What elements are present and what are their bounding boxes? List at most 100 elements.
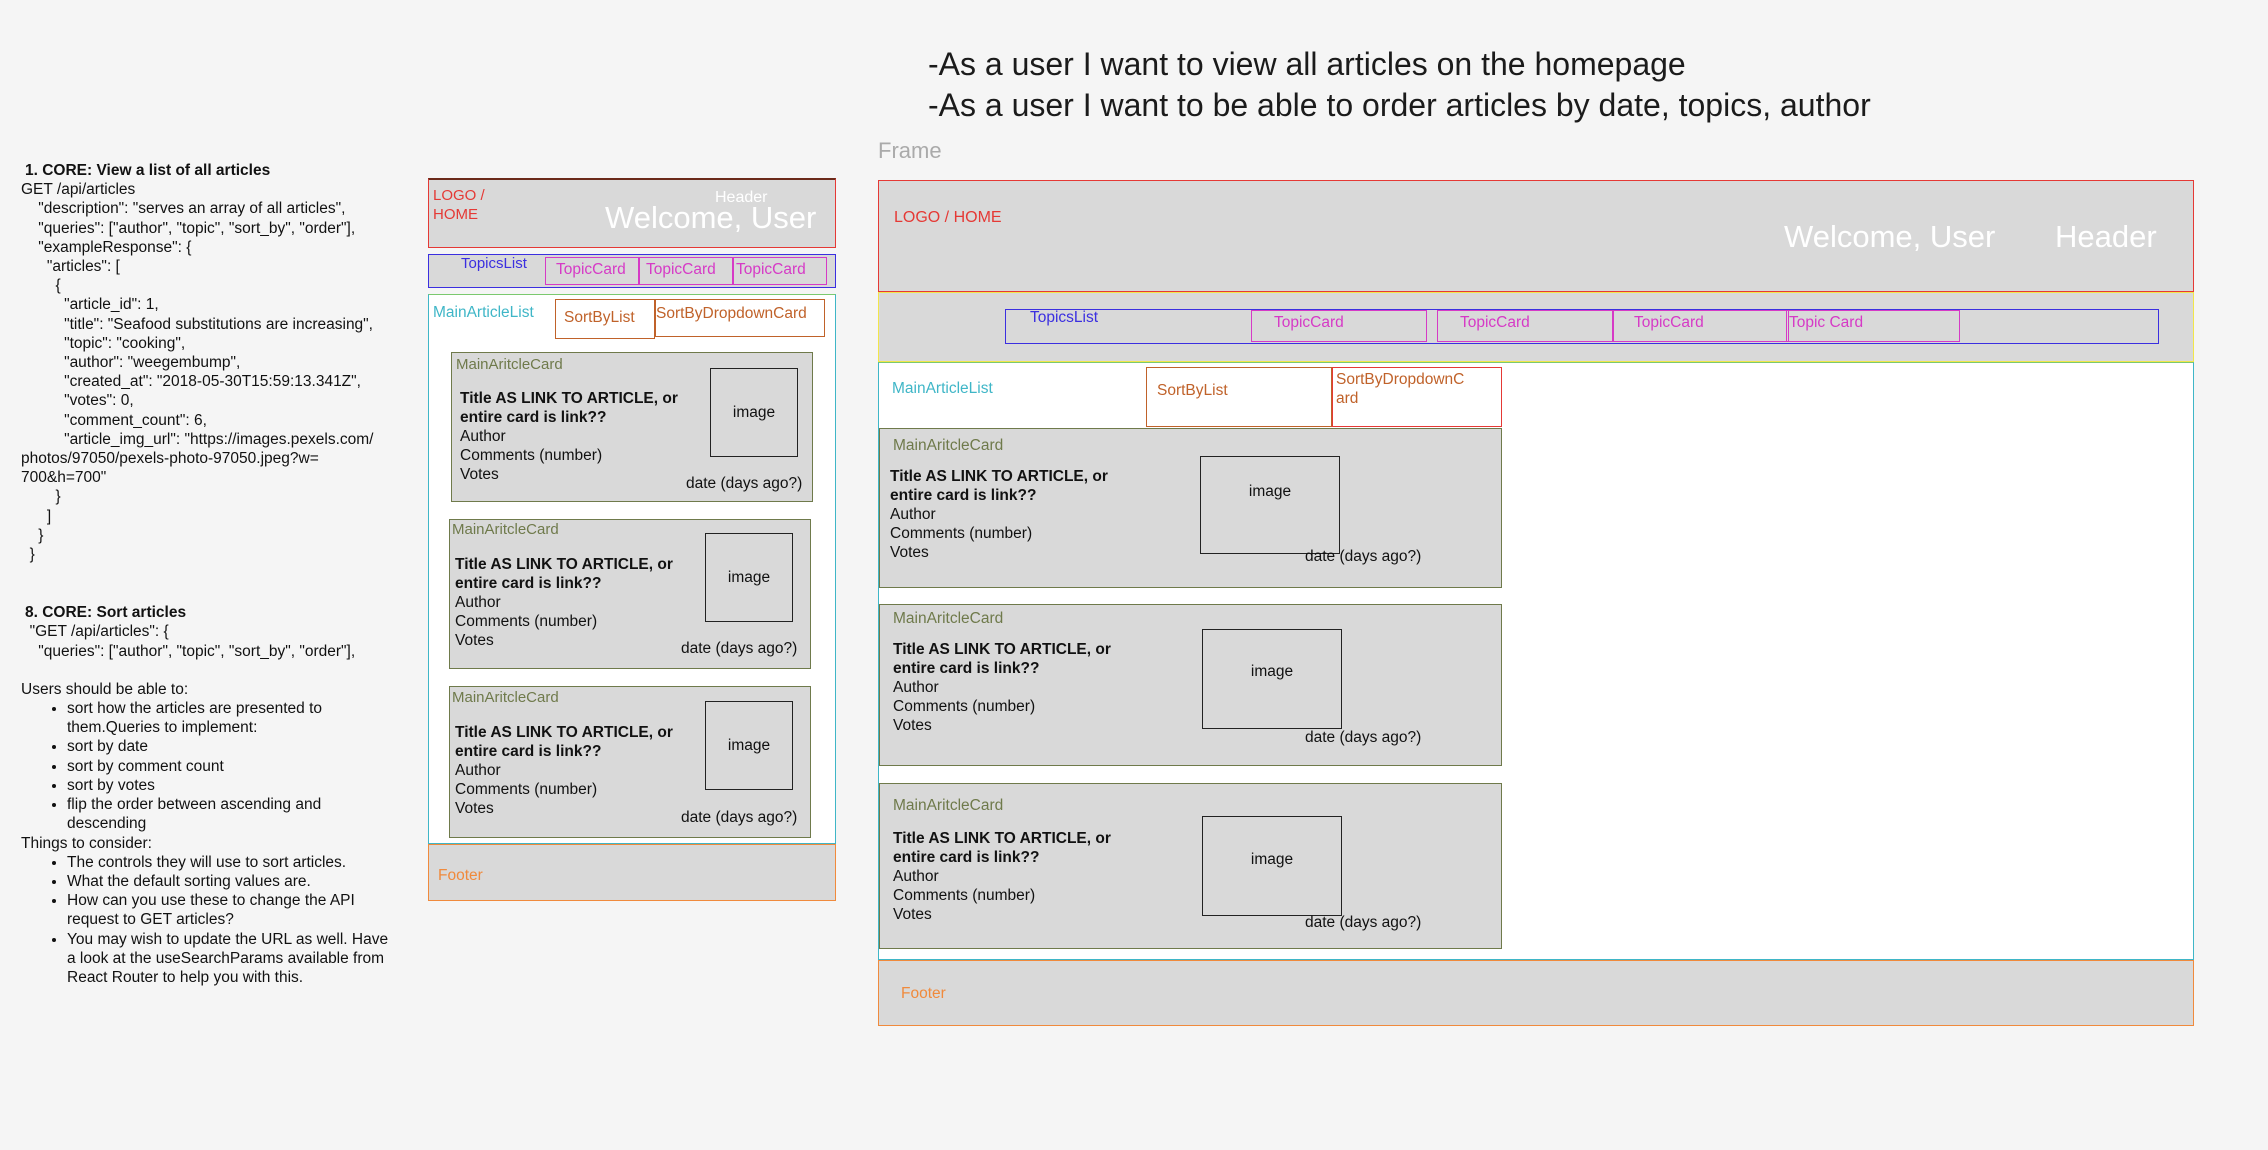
card-date: date (days ago?) bbox=[1305, 914, 1422, 931]
large-header: LOGO / HOME Welcome, User Header bbox=[878, 180, 2194, 292]
topic-card-label: TopicCard bbox=[646, 261, 716, 278]
card-author: Author bbox=[893, 868, 939, 885]
card-comments: Comments (number) bbox=[893, 698, 1036, 715]
large-sort-dropdown[interactable]: SortByDropdownC ard bbox=[1332, 367, 1502, 427]
core1-title: 1. CORE: View a list of all articles bbox=[25, 162, 271, 179]
card-title-link[interactable]: Title AS LINK TO ARTICLE, or entire card… bbox=[890, 468, 1108, 504]
spec-line: "GET /api/articles": { bbox=[21, 623, 169, 641]
small-topic-card[interactable]: TopicCard bbox=[733, 257, 827, 285]
small-article-card[interactable]: MainAritcleCard Title AS LINK TO ARTICLE… bbox=[451, 352, 813, 502]
card-text: Title AS LINK TO ARTICLE, or entire card… bbox=[460, 389, 700, 484]
spec-line: 700&h=700" bbox=[21, 469, 107, 487]
list-item: sort by comment count bbox=[67, 757, 421, 776]
card-author: Author bbox=[455, 594, 501, 611]
sort-dropdown-label: SortByDropdownCard bbox=[656, 305, 807, 322]
card-title-link[interactable]: Title AS LINK TO ARTICLE, or entire card… bbox=[460, 390, 678, 426]
spec-line: "article_img_url": "https://images.pexel… bbox=[21, 430, 374, 448]
card-label: MainAritcleCard bbox=[893, 610, 1004, 627]
card-text: Title AS LINK TO ARTICLE, or entire card… bbox=[893, 829, 1133, 924]
topic-card-label: Topic Card bbox=[1789, 314, 1864, 331]
spec-line: "article_id": 1, bbox=[21, 296, 159, 314]
card-votes: Votes bbox=[455, 800, 494, 817]
small-header-label: Header bbox=[715, 189, 768, 206]
card-votes: Votes bbox=[890, 544, 929, 561]
list-item: You may wish to update the URL as well. … bbox=[67, 930, 397, 988]
things-list: The controls they will use to sort artic… bbox=[21, 853, 421, 987]
card-title-link[interactable]: Title AS LINK TO ARTICLE, or entire card… bbox=[893, 641, 1111, 677]
small-sort-dropdown[interactable]: SortByDropdownCard bbox=[655, 299, 825, 337]
users-intro: Users should be able to: bbox=[21, 680, 189, 698]
card-comments: Comments (number) bbox=[455, 613, 598, 630]
small-sort-by-list[interactable]: SortByList bbox=[555, 299, 655, 339]
small-article-card[interactable]: MainAritcleCard Title AS LINK TO ARTICLE… bbox=[449, 519, 811, 669]
card-comments: Comments (number) bbox=[890, 525, 1033, 542]
topic-card-label: TopicCard bbox=[736, 261, 806, 278]
large-welcome: Welcome, User bbox=[1784, 219, 1996, 254]
card-votes: Votes bbox=[893, 906, 932, 923]
large-main-list-label: MainArticleList bbox=[892, 380, 993, 397]
topic-card-label: TopicCard bbox=[556, 261, 626, 278]
large-article-card[interactable]: MainAritcleCard Title AS LINK TO ARTICLE… bbox=[879, 604, 1502, 766]
core1-lines: GET /api/articles "description": "serves… bbox=[21, 180, 421, 564]
story-1: -As a user I want to view all articles o… bbox=[928, 46, 1686, 82]
small-article-card[interactable]: MainAritcleCard Title AS LINK TO ARTICLE… bbox=[449, 686, 811, 838]
user-stories: -As a user I want to view all articles o… bbox=[928, 44, 1871, 126]
small-topic-card[interactable]: TopicCard bbox=[639, 257, 733, 285]
card-votes: Votes bbox=[893, 717, 932, 734]
card-image-label: image bbox=[1250, 851, 1294, 868]
large-logo: LOGO / HOME bbox=[894, 209, 1002, 226]
small-topics-list-label: TopicsList bbox=[461, 255, 527, 272]
card-text: Title AS LINK TO ARTICLE, or entire card… bbox=[455, 555, 695, 650]
card-image-label: image bbox=[732, 403, 776, 421]
spec-line: } bbox=[21, 488, 61, 506]
spec-line: "created_at": "2018-05-30T15:59:13.341Z"… bbox=[21, 373, 361, 391]
spec-line: "queries": ["author", "topic", "sort_by"… bbox=[21, 642, 356, 660]
card-label: MainAritcleCard bbox=[456, 356, 563, 373]
large-topics-list: TopicsList TopicCard TopicCard TopicCard… bbox=[1005, 309, 2159, 344]
story-2: -As a user I want to be able to order ar… bbox=[928, 87, 1871, 123]
card-image: image bbox=[705, 533, 793, 622]
card-text: Title AS LINK TO ARTICLE, or entire card… bbox=[893, 640, 1133, 735]
small-main-article-list: MainArticleList SortByList SortByDropdow… bbox=[428, 294, 836, 844]
card-title-link[interactable]: Title AS LINK TO ARTICLE, or entire card… bbox=[455, 724, 673, 760]
large-topics-list-label: TopicsList bbox=[1030, 309, 1099, 326]
users-list: sort how the articles are presented to t… bbox=[21, 699, 421, 833]
card-title-link[interactable]: Title AS LINK TO ARTICLE, or entire card… bbox=[455, 556, 673, 592]
list-item: How can you use these to change the API … bbox=[67, 891, 397, 929]
card-author: Author bbox=[455, 762, 501, 779]
card-date: date (days ago?) bbox=[681, 809, 798, 826]
list-item: What the default sorting values are. bbox=[67, 872, 421, 891]
core8-title: 8. CORE: Sort articles bbox=[25, 604, 187, 622]
spec-line: "title": "Seafood substitutions are incr… bbox=[21, 315, 373, 333]
small-welcome: Welcome, User bbox=[605, 200, 817, 235]
large-topic-card[interactable]: TopicCard bbox=[1613, 310, 1789, 342]
things-intro: Things to consider: bbox=[21, 834, 152, 852]
spec-line: ] bbox=[21, 507, 52, 525]
small-main-list-label: MainArticleList bbox=[433, 304, 534, 321]
large-article-card[interactable]: MainAritcleCard Title AS LINK TO ARTICLE… bbox=[879, 428, 1502, 588]
card-comments: Comments (number) bbox=[455, 781, 598, 798]
card-title-link[interactable]: Title AS LINK TO ARTICLE, or entire card… bbox=[893, 830, 1111, 866]
large-topics-band: TopicsList TopicCard TopicCard TopicCard… bbox=[878, 292, 2194, 362]
spec-line: "comment_count": 6, bbox=[21, 411, 207, 429]
list-item: sort how the articles are presented to t… bbox=[67, 699, 357, 737]
card-image: image bbox=[1202, 816, 1342, 916]
spec-line: "articles": [ bbox=[21, 258, 120, 276]
small-topic-card[interactable]: TopicCard bbox=[545, 257, 639, 285]
card-image-label: image bbox=[727, 568, 771, 586]
large-article-card[interactable]: MainAritcleCard Title AS LINK TO ARTICLE… bbox=[879, 783, 1502, 949]
api-spec-notes: 1. CORE: View a list of all articles GET… bbox=[21, 161, 421, 987]
sort-by-list-label: SortByList bbox=[564, 309, 635, 326]
card-image: image bbox=[1200, 456, 1340, 554]
spec-line: "queries": ["author", "topic", "sort_by"… bbox=[21, 219, 356, 237]
spec-line: { bbox=[21, 277, 61, 295]
large-sort-by-list[interactable]: SortByList bbox=[1146, 367, 1332, 427]
large-topic-card[interactable]: TopicCard bbox=[1251, 310, 1427, 342]
large-topic-card[interactable]: Topic Card bbox=[1786, 310, 1960, 342]
large-topic-card[interactable]: TopicCard bbox=[1437, 310, 1613, 342]
list-item: flip the order between ascending and des… bbox=[67, 795, 357, 833]
list-item: sort by votes bbox=[67, 776, 421, 795]
card-date: date (days ago?) bbox=[1305, 729, 1422, 746]
card-comments: Comments (number) bbox=[460, 447, 603, 464]
spec-line: "author": "weegembump", bbox=[21, 354, 241, 372]
